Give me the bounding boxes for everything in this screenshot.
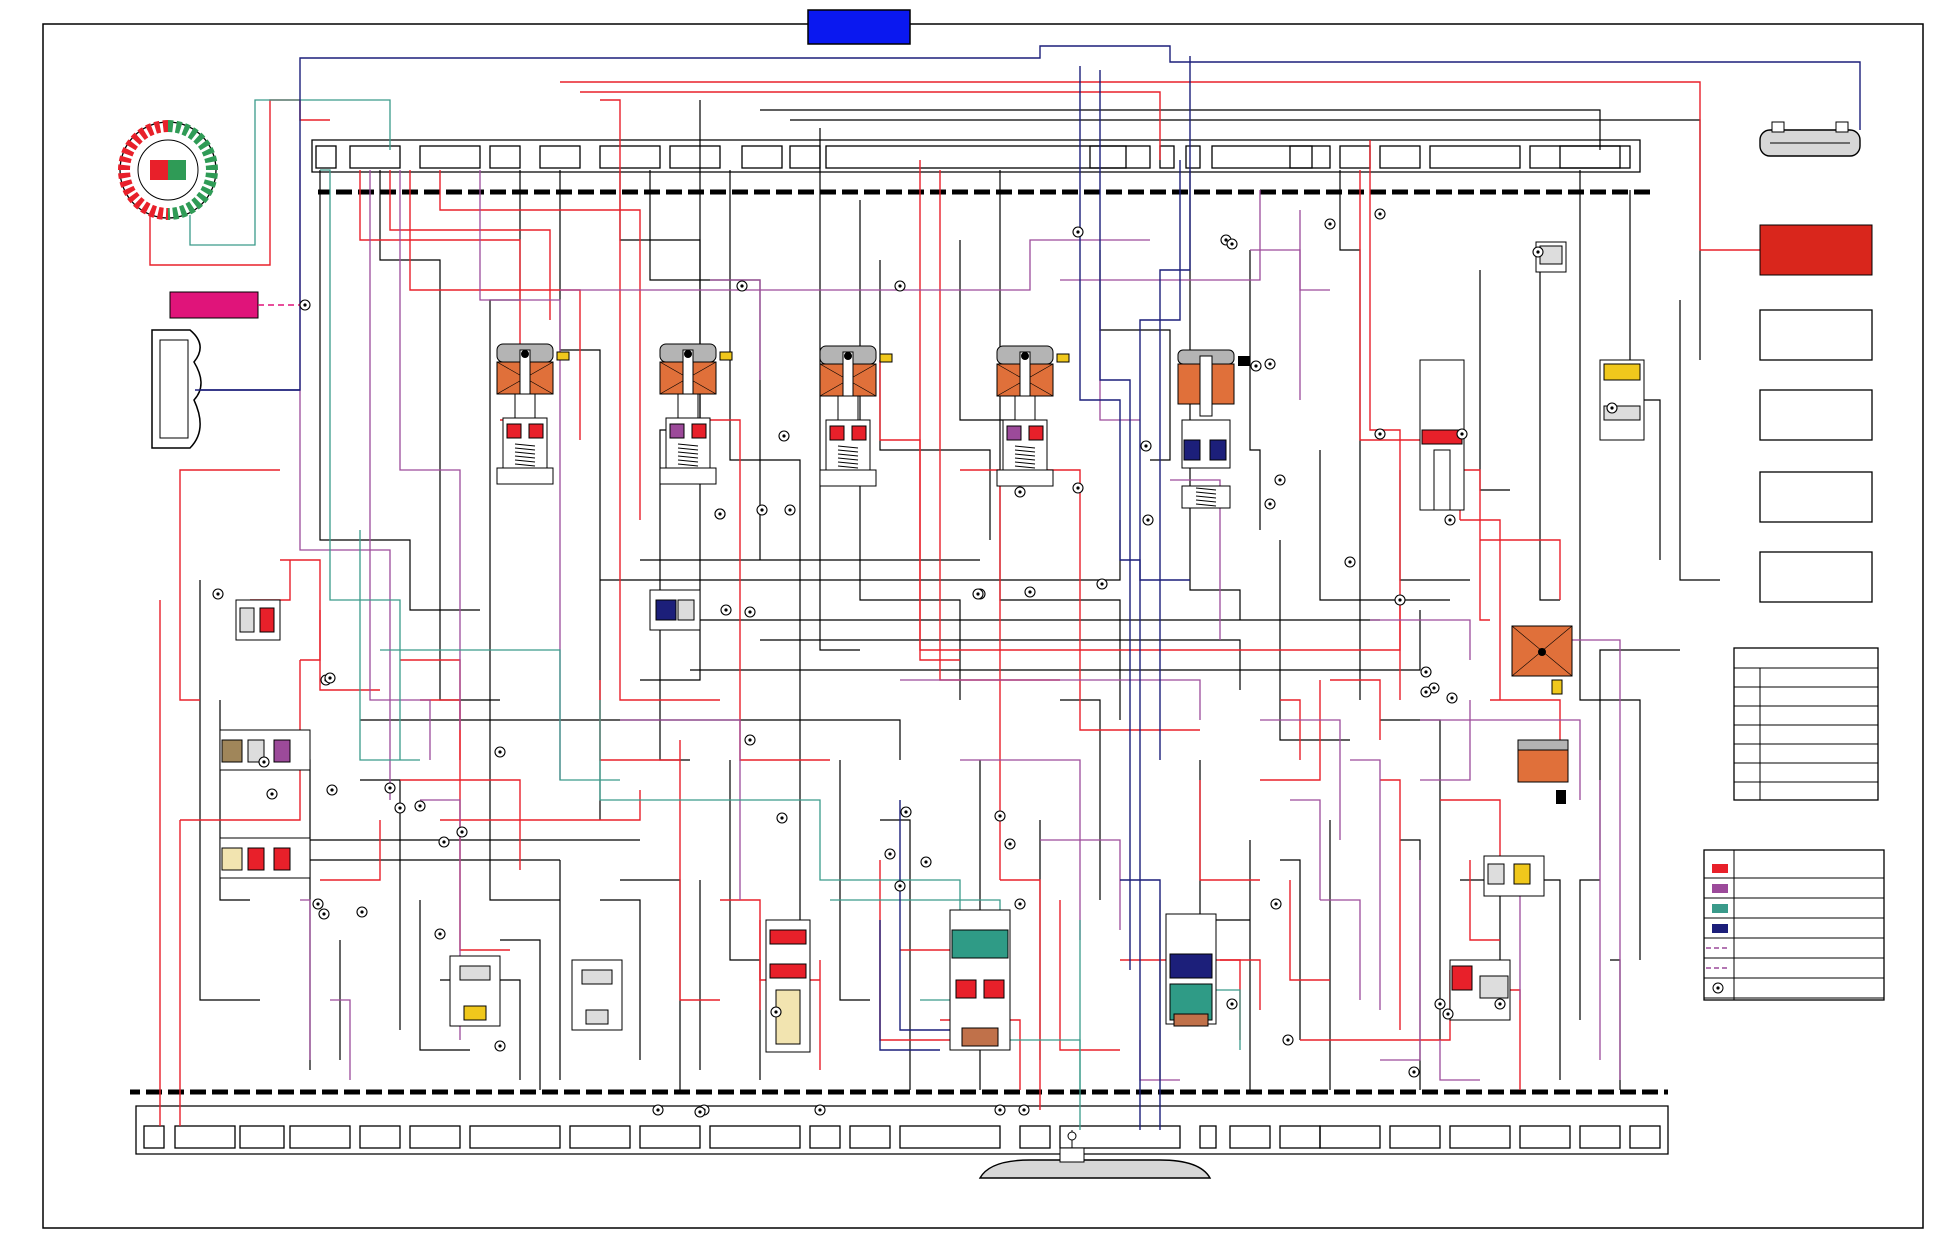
accumulator-valve-2 xyxy=(571,959,623,1031)
red-callout-box xyxy=(1759,224,1873,276)
tcc-solenoid-icon xyxy=(1177,349,1250,509)
check-valve-top-right xyxy=(1535,241,1567,273)
clutch-box-1 xyxy=(1759,309,1873,361)
tcc-regulator-valve xyxy=(1449,959,1511,1021)
legend-swatch xyxy=(1712,924,1728,933)
lube-circuits xyxy=(189,99,1241,1130)
outer-frame xyxy=(42,23,1924,1229)
right-side-boxes xyxy=(1759,309,1873,603)
pressure-control-solenoid-1 xyxy=(496,343,570,485)
legend-swatch xyxy=(1712,904,1728,913)
spool-valve-group xyxy=(219,241,1645,1053)
index-table xyxy=(1733,647,1879,801)
black-circuits xyxy=(199,100,1720,1090)
signal-circuits xyxy=(299,150,1621,1081)
clutch-regulator-valve-1 xyxy=(765,919,811,1053)
cooler-icon xyxy=(1759,121,1861,157)
legend-swatch xyxy=(1712,884,1728,893)
upper-valve-body-casting xyxy=(311,139,1641,173)
cooler-bypass-valve xyxy=(1599,359,1645,441)
junction-nodes xyxy=(212,208,1618,1118)
clutch-regulator-valve-2 xyxy=(949,909,1011,1051)
pressure-control-solenoid-3 xyxy=(819,345,893,487)
clutch-box-4 xyxy=(1759,551,1873,603)
separator-plate-holes xyxy=(140,189,1664,1095)
pressure-control-solenoid-4 xyxy=(996,345,1070,487)
tcc-control-valve xyxy=(1483,855,1545,897)
manual-valve xyxy=(219,729,311,771)
legend xyxy=(1703,849,1885,1001)
title-box xyxy=(807,9,911,45)
shift-solenoid-a xyxy=(1511,625,1573,695)
legend-swatch xyxy=(1712,864,1728,873)
oil-filter-icon xyxy=(151,329,300,449)
check-ball-valve xyxy=(649,589,701,631)
magenta-callout-box xyxy=(169,291,259,319)
accumulator-valve-1 xyxy=(449,955,501,1027)
pressure-control-solenoid-2 xyxy=(659,343,733,485)
oil-pump-gear-icon xyxy=(118,120,218,220)
exhaust-circuits xyxy=(200,45,1861,1130)
oil-pan-icon xyxy=(978,1130,1212,1179)
clutch-box-2 xyxy=(1759,389,1873,441)
boost-valve xyxy=(219,837,311,879)
upper-separator-plate xyxy=(318,189,1650,195)
solenoid-group xyxy=(496,343,1573,804)
clutch-regulator-valve-3 xyxy=(1165,913,1217,1027)
clutch-box-3 xyxy=(1759,471,1873,523)
pressure-regulator-valve xyxy=(235,599,281,641)
lower-valve-body-casting xyxy=(135,1105,1669,1155)
shift-solenoid-b xyxy=(1517,739,1569,804)
